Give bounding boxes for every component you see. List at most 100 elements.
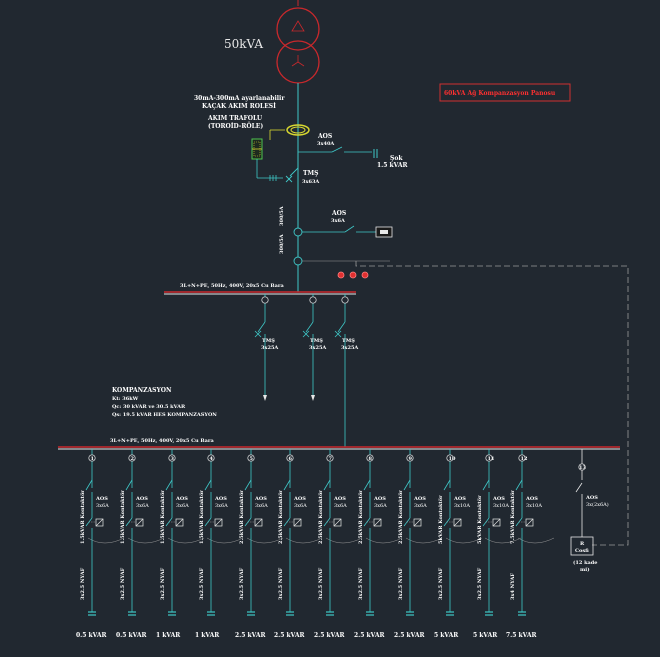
aos-mid-name: AOS	[331, 210, 346, 217]
step-5-number: 5	[250, 456, 254, 462]
step-10-description: 5kVAR Kontaktör	[437, 495, 444, 544]
step-1-aos: AOS	[95, 496, 108, 502]
aos-mid-branch[interactable]	[302, 225, 393, 238]
busbar-2-label: 3L+N+PE, 50Hz, 400V, 20x5 Cu Bara	[110, 438, 215, 444]
step-7-aos-rating: 3x6A	[334, 503, 347, 509]
step-11-kvar: 5 kVAR	[473, 632, 498, 639]
step-5-aos: AOS	[254, 496, 267, 502]
step-6-description: 2.5kVAR Kontaktör	[277, 490, 284, 544]
feeder-2-rating: 3x25A	[309, 345, 326, 351]
leakage-relay[interactable]	[251, 138, 283, 181]
step-10-number: 10	[449, 456, 456, 462]
step-2-aos: AOS	[135, 496, 148, 502]
step-8-kvar: 2.5 kVAR	[354, 632, 386, 639]
step-8-description: 2.5kVAR Kontaktör	[357, 490, 364, 544]
step-11-description: 5kVAR Kontaktör	[476, 495, 483, 544]
aos-top-name: AOS	[317, 133, 332, 140]
step-4-description: 1.5kVAR Kontaktör	[198, 490, 205, 544]
aux-aos-rating: 3x(2x6A)	[586, 501, 609, 508]
step-4-aos: AOS	[214, 496, 227, 502]
step-6-aos-rating: 3x6A	[294, 503, 307, 509]
step-10-cable: 3x2.5 NYAF	[438, 567, 444, 600]
step-2-aos-rating: 3x6A	[136, 503, 149, 509]
step-7-kvar: 2.5 kVAR	[314, 632, 346, 639]
step-1-description: 1.5kVAR Kontaktör	[79, 490, 86, 544]
compensation-panel-label: 60kVA Ağ Kompanzasyon Panosu	[444, 90, 556, 97]
aos-mid-rating: 3x6A	[331, 218, 345, 224]
relay-label-2: KAÇAK AKIM ROLESİ	[202, 103, 276, 110]
comp-summary-line3: Qc: 30 kVAR ve 30.5 kVAR	[112, 404, 186, 410]
feeder-3-rating: 3x25A	[341, 345, 358, 351]
step-5-cable: 3x2.5 NYAF	[239, 567, 245, 600]
step-12-cable: 3x4 NYAF	[510, 573, 516, 600]
step-8-number: 8	[369, 456, 373, 462]
current-transformer-2	[293, 256, 303, 266]
step-9-cable: 3x2.5 NYAF	[398, 567, 404, 600]
step-3-aos: AOS	[175, 496, 188, 502]
capacitor-top-name: Şok	[390, 155, 403, 162]
step-1-kvar: 0.5 kVAR	[76, 632, 108, 639]
delta-icon	[291, 20, 305, 32]
main-breaker[interactable]	[285, 167, 299, 183]
step-12-description: 7.5kVAR Kontaktör	[509, 490, 516, 544]
step-11-aos: AOS	[492, 496, 505, 502]
feeder-3-name: TMŞ	[342, 338, 355, 344]
step-8-aos-rating: 3x6A	[374, 503, 387, 509]
step-10-aos-rating: 3x10A	[454, 503, 470, 509]
step-8-aos: AOS	[373, 496, 386, 502]
aux-relay-type: Cosfi	[575, 548, 589, 554]
step-11-number: 11	[488, 456, 495, 462]
transformer-rating: 50kVA	[224, 37, 263, 51]
aux-note-1: (12 kade	[573, 559, 597, 566]
phase-indicator-lamps	[302, 260, 390, 279]
feeder-1-rating: 3x25A	[261, 345, 278, 351]
step-11-aos-rating: 3x10A	[493, 503, 509, 509]
transformer[interactable]	[276, 0, 320, 84]
capacitor-top-rating: 1.5 kVAR	[377, 162, 409, 169]
aux-note-2: mi)	[580, 566, 590, 573]
aos-top-rating: 3x40A	[317, 141, 334, 147]
aux-relay: R	[580, 541, 585, 547]
step-4-cable: 3x2.5 NYAF	[199, 567, 205, 600]
relay-label-1: 30mA-300mA ayarlanabilir	[194, 95, 285, 102]
step-3-number: 3	[171, 456, 175, 462]
step-7-aos: AOS	[333, 496, 346, 502]
aux-aos: AOS	[585, 495, 598, 501]
step-3-kvar: 1 kVAR	[156, 632, 181, 639]
step-2-number: 2	[131, 456, 135, 462]
step-12-number: 12	[521, 456, 528, 462]
main-breaker-rating: 3x63A	[302, 179, 319, 185]
aos-top-branch[interactable]	[298, 146, 378, 158]
feeder-1-name: TMŞ	[262, 338, 275, 344]
relay-label-4: (TOROİD-RÖLE)	[208, 123, 263, 130]
step-3-description: 1.5kVAR Kontaktör	[159, 490, 166, 544]
aux-number: 13	[579, 465, 586, 471]
step-8-cable: 3x2.5 NYAF	[358, 567, 364, 600]
step-2-kvar: 0.5 kVAR	[116, 632, 148, 639]
comp-summary-line4: Qs: 19.5 kVAR HES KOMPANZASYON	[112, 412, 217, 418]
wye-icon	[291, 55, 305, 67]
compensation-panel-box[interactable]: 60kVA Ağ Kompanzasyon Panosu	[439, 83, 571, 102]
step-4-number: 4	[210, 456, 214, 462]
step-5-aos-rating: 3x6A	[255, 503, 268, 509]
step-5-description: 2.5kVAR Kontaktör	[238, 490, 245, 544]
step-3-cable: 3x2.5 NYAF	[160, 567, 166, 600]
